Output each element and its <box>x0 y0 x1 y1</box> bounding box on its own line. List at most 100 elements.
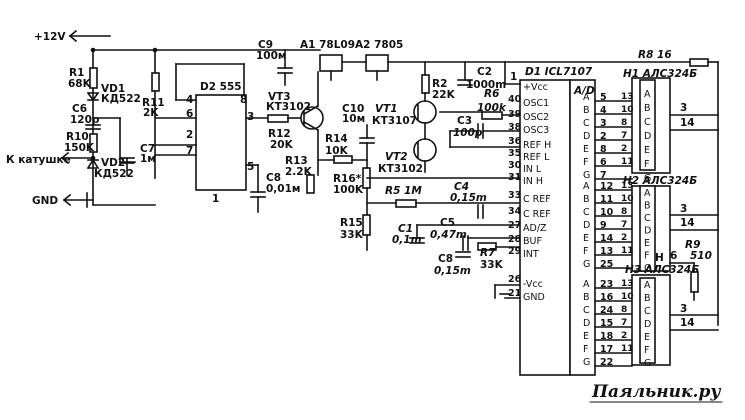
transistor-vt3: VT3 КТ3102 <box>266 91 324 132</box>
segment-letter-b: B <box>583 194 590 205</box>
svg-text:14: 14 <box>680 117 695 129</box>
display-segment-b: B <box>644 103 651 114</box>
svg-text:C9: C9 <box>258 39 273 51</box>
display-pin-number: 8 <box>621 207 627 217</box>
svg-text:20K: 20K <box>270 139 294 151</box>
segment-letter-g: G <box>583 259 590 270</box>
svg-text:R13: R13 <box>285 155 308 167</box>
d1-segment-pin: 13 <box>600 246 613 257</box>
svg-text:R6: R6 <box>484 88 499 100</box>
d1-segment-pin: 7 <box>600 170 607 181</box>
d1-segment-pin: 4 <box>600 105 607 116</box>
svg-text:C3: C3 <box>457 115 472 127</box>
svg-text:3: 3 <box>680 303 687 315</box>
segment-letter-d: D <box>583 220 590 231</box>
svg-text:5: 5 <box>247 161 254 173</box>
display-segment-e: E <box>644 238 650 249</box>
segment-letter-e: E <box>583 233 589 244</box>
svg-text:R12: R12 <box>268 128 291 140</box>
transistor-vt2: VT2 КТ3102 <box>378 138 437 175</box>
svg-text:33K: 33K <box>340 229 364 241</box>
svg-text:35: 35 <box>508 148 521 159</box>
svg-text:КТ3102: КТ3102 <box>266 101 311 113</box>
svg-text:C5: C5 <box>440 217 455 229</box>
svg-text:14: 14 <box>680 217 695 229</box>
display-pin-number: 2 <box>621 331 627 341</box>
svg-text:31: 31 <box>508 172 521 183</box>
svg-text:510: 510 <box>690 250 712 262</box>
svg-text:R15: R15 <box>340 217 363 229</box>
segment-letter-a: A <box>583 181 590 192</box>
d1-segment-pin: 24 <box>600 305 614 316</box>
capacitor-c1: C1 0,1m <box>392 223 425 246</box>
resistor-r8: R8 16 <box>504 49 719 326</box>
svg-text:28: 28 <box>508 234 522 245</box>
d1-segment-pin: 2 <box>600 131 607 142</box>
svg-text:27: 27 <box>508 220 521 231</box>
d1-segment-pin: 3 <box>600 118 607 129</box>
segment-letter-b: B <box>583 105 590 116</box>
svg-text:INT: INT <box>523 249 539 260</box>
svg-text:38: 38 <box>508 122 522 133</box>
svg-text:C4: C4 <box>454 181 469 193</box>
svg-text:21: 21 <box>508 288 521 299</box>
svg-text:33: 33 <box>508 190 521 201</box>
display-segment-a: A <box>644 280 651 291</box>
svg-text:КД522: КД522 <box>101 93 141 105</box>
svg-text:34: 34 <box>508 206 522 217</box>
resistor-r9: R9 510 <box>669 239 712 301</box>
svg-text:3: 3 <box>247 111 254 123</box>
svg-text:КТ3107: КТ3107 <box>372 115 417 127</box>
segment-letter-c: C <box>583 118 590 129</box>
display-segment-a: A <box>644 188 651 199</box>
svg-text:C10: C10 <box>342 103 364 115</box>
segment-letter-g: G <box>583 170 590 181</box>
ic-d2-555: D2 555 4 8 6 2 7 3 5 1 <box>154 63 269 205</box>
capacitor-c8: C8 0,01м <box>250 172 301 213</box>
svg-text:6: 6 <box>186 108 193 120</box>
display-pin-number: 11 <box>621 246 634 256</box>
diode-vd2: VD2 КД522 <box>86 157 134 180</box>
display-segment-g: G <box>644 358 651 369</box>
ground-terminal: GND <box>32 192 94 208</box>
d1-segment-pin: 14 <box>600 233 614 244</box>
svg-text:100K: 100K <box>333 184 364 196</box>
capacitor-c9: C9 100м <box>256 39 293 86</box>
d1-segment-pin: 5 <box>600 92 607 103</box>
d1-segment-pin: 18 <box>600 331 614 342</box>
svg-text:D2 555: D2 555 <box>200 81 242 93</box>
svg-text:REF H: REF H <box>523 140 551 151</box>
svg-text:26: 26 <box>508 274 522 285</box>
transistor-vt1: VT1 КТ3107 <box>372 100 437 127</box>
d1-segment-pin: 10 <box>600 207 614 218</box>
svg-text:120p: 120p <box>70 114 100 126</box>
svg-text:R7: R7 <box>480 247 496 259</box>
svg-text:8: 8 <box>240 94 247 106</box>
svg-text:1м: 1м <box>140 153 156 165</box>
capacitor-c4: C4 0,15m <box>450 181 487 219</box>
coil-output: К катушке <box>6 151 96 166</box>
svg-text:1: 1 <box>212 193 219 205</box>
svg-text:22K: 22K <box>432 89 456 101</box>
svg-text:R11: R11 <box>142 97 165 109</box>
display-pin-number: 2 <box>621 144 627 154</box>
svg-text:AD/Z: AD/Z <box>523 223 547 234</box>
display-segment-c: C <box>644 213 651 224</box>
capacitor-c3: C3 100p <box>453 115 484 139</box>
resistor-r16: R16* 100K <box>333 167 371 196</box>
